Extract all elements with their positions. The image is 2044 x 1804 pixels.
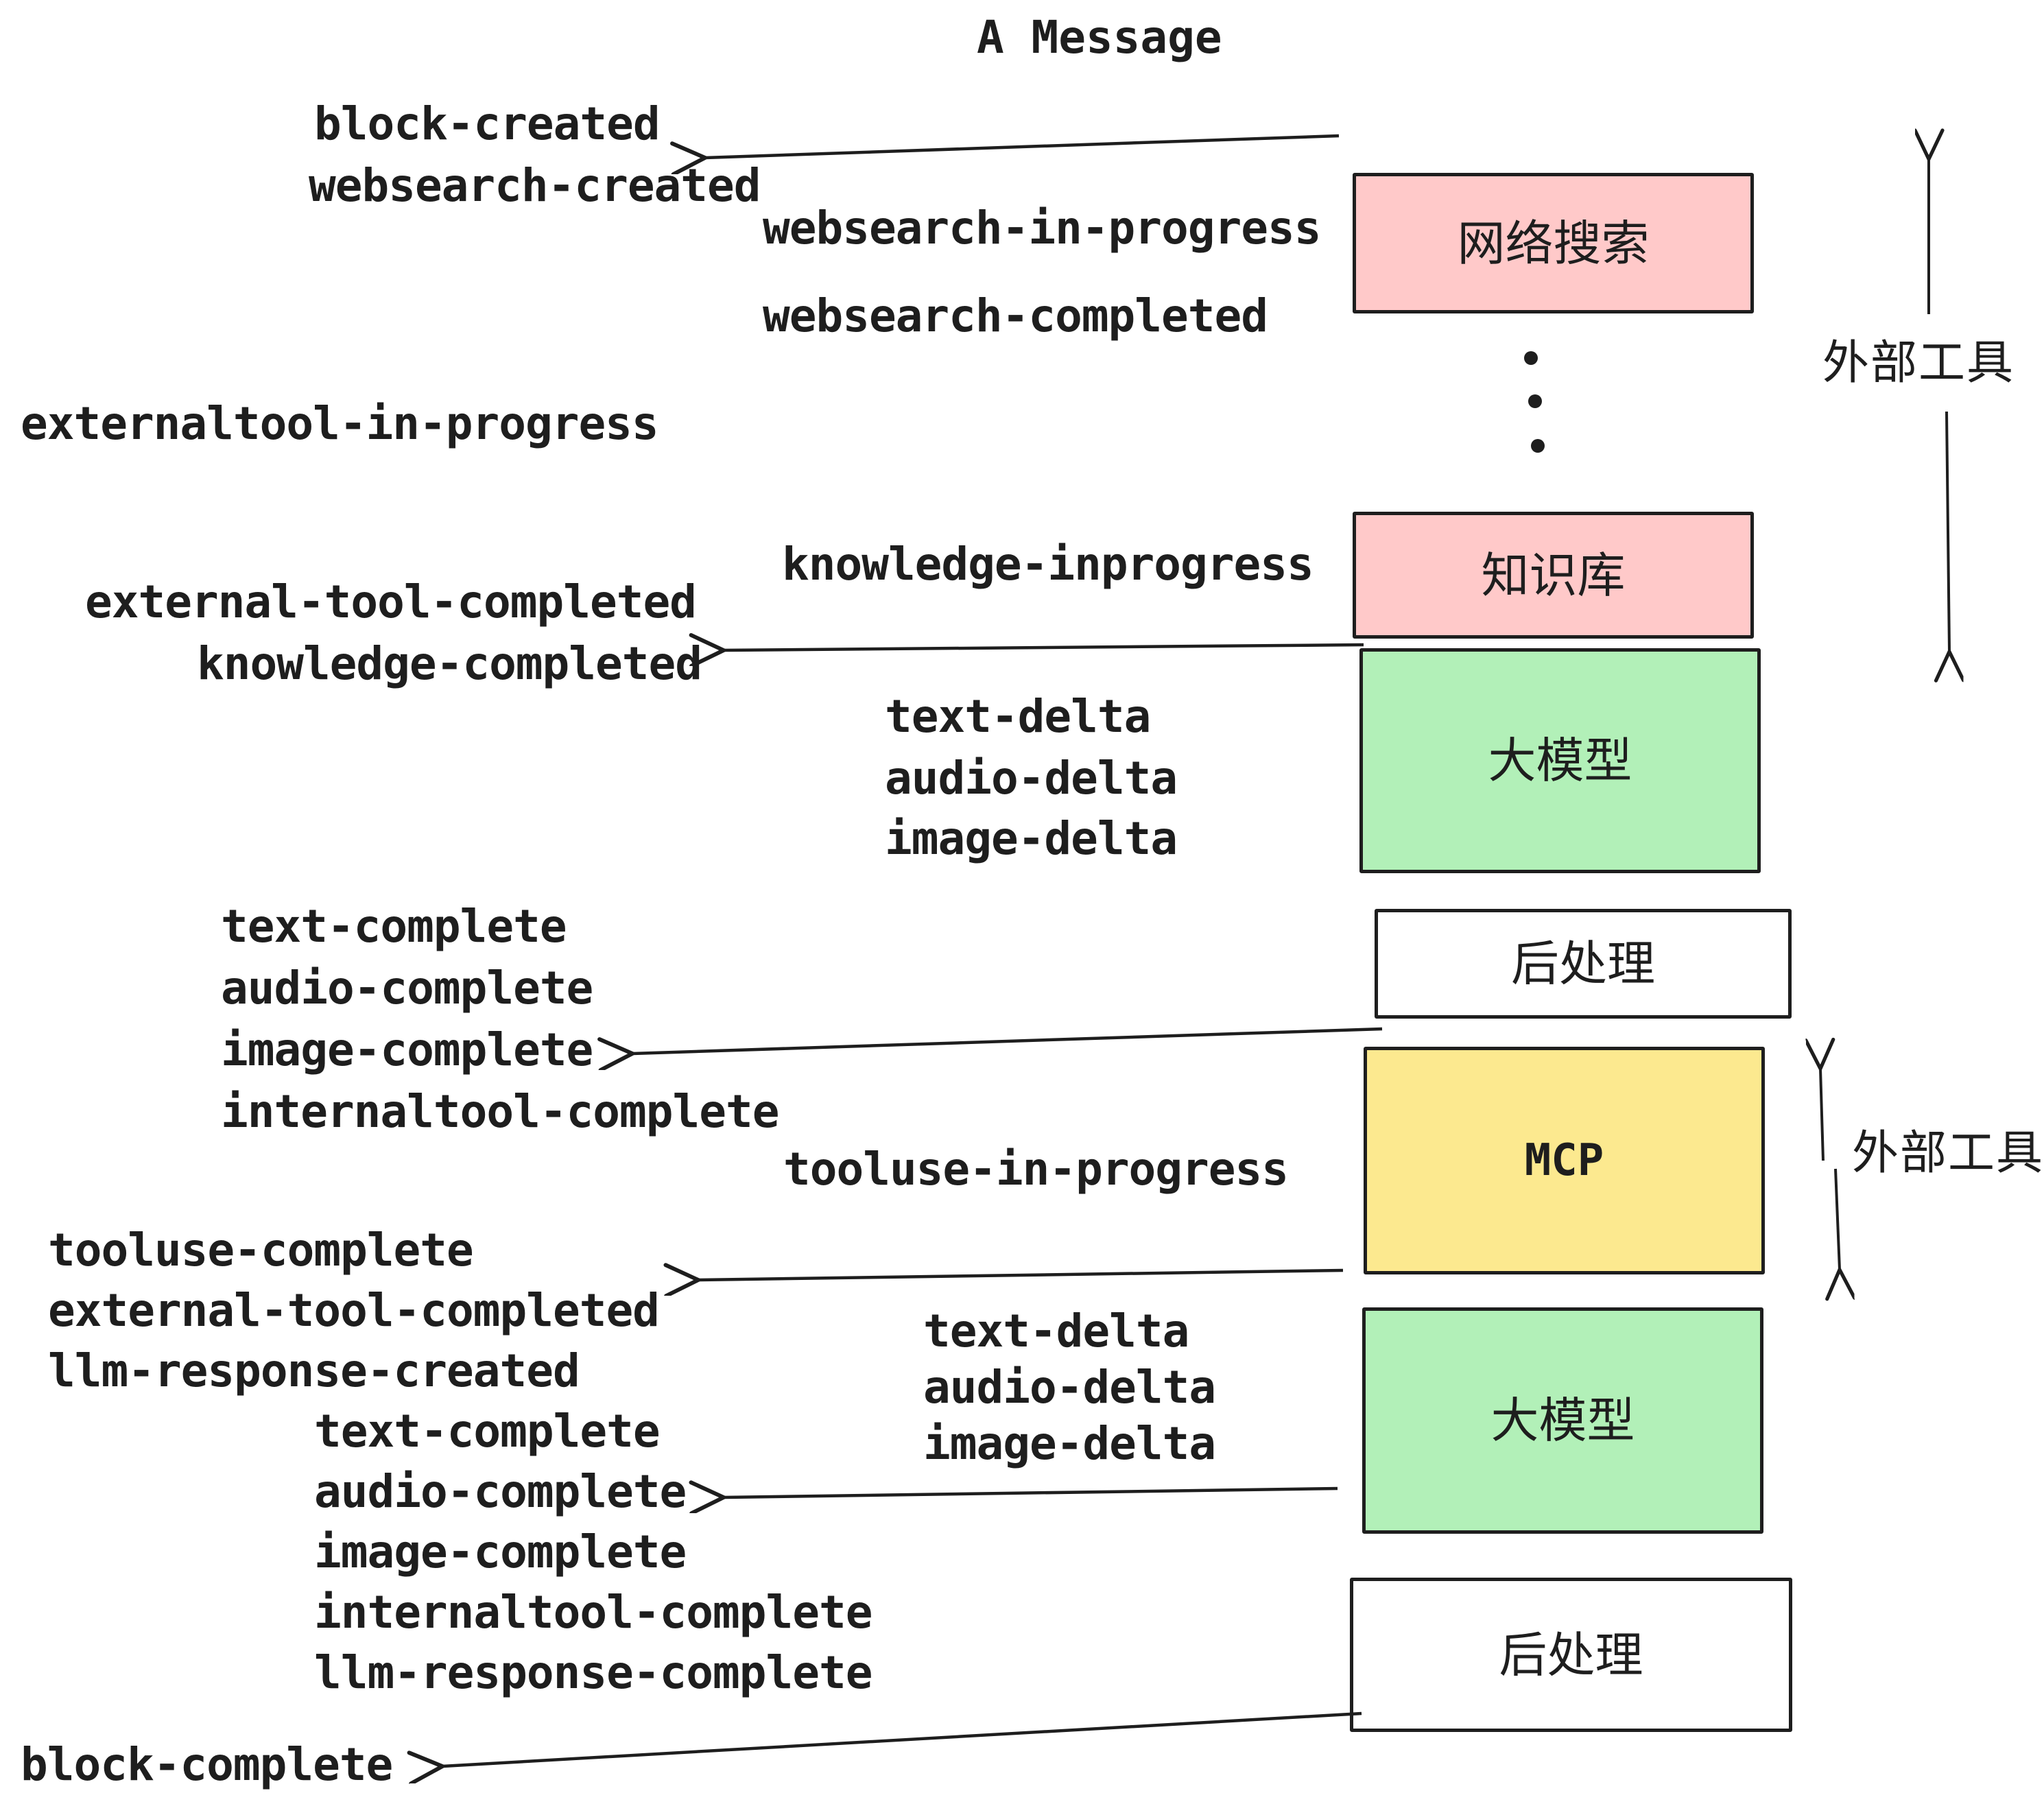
box-knowledge: 知识库: [1353, 512, 1754, 639]
box-postprocess-top-label: 后处理: [1511, 936, 1655, 992]
event-external-tool-completed-2: external-tool-completed: [48, 1284, 660, 1337]
event-websearch-completed: websearch-completed: [763, 289, 1268, 342]
event-block-created: block-created: [314, 97, 661, 150]
event-text-complete: text-complete: [221, 900, 567, 953]
event-internaltool-complete: internaltool-complete: [221, 1085, 779, 1138]
event-text-complete-2: text-complete: [314, 1405, 661, 1458]
event-text-delta-2: text-delta: [923, 1305, 1189, 1357]
arrow-to-tooluse-complete: [698, 1270, 1344, 1280]
event-internaltool-complete-2: internaltool-complete: [314, 1586, 872, 1639]
event-audio-delta: audio-delta: [885, 752, 1178, 805]
external-tools-top-label: 外部工具: [1822, 336, 2015, 390]
event-websearch-created: websearch-created: [309, 159, 761, 212]
event-text-delta: text-delta: [885, 690, 1151, 743]
external-tools-top-arrow-down: [1947, 411, 1949, 652]
event-image-complete-2: image-complete: [314, 1526, 687, 1578]
external-tools-bottom-arrow-down: [1835, 1168, 1840, 1270]
event-llm-response-created: llm-response-created: [48, 1344, 580, 1397]
event-tooluse-complete: tooluse-complete: [48, 1224, 474, 1277]
event-image-delta: image-delta: [885, 812, 1178, 865]
event-llm-response-complete: llm-response-complete: [314, 1646, 872, 1699]
event-audio-delta-2: audio-delta: [923, 1361, 1216, 1414]
event-audio-complete-2: audio-complete: [314, 1465, 687, 1518]
arrow-to-block-complete: [442, 1711, 1362, 1766]
event-externaltool-in-progress: externaltool-in-progress: [21, 397, 659, 450]
box-postprocess-top: 后处理: [1375, 909, 1792, 1019]
arrow-to-audio-complete: [724, 1488, 1338, 1497]
box-llm-top-label: 大模型: [1488, 733, 1632, 789]
event-block-complete: block-complete: [21, 1738, 393, 1791]
vertical-ellipsis-icon: [1524, 351, 1545, 453]
diagram-title: A Message: [977, 11, 1222, 64]
box-postprocess-bottom-label: 后处理: [1499, 1626, 1643, 1683]
box-llm-bottom-label: 大模型: [1490, 1392, 1635, 1449]
event-image-complete: image-complete: [221, 1023, 593, 1076]
box-mcp: MCP: [1364, 1047, 1765, 1274]
box-websearch: 网络搜索: [1353, 173, 1754, 313]
box-mcp-label: MCP: [1524, 1135, 1604, 1186]
event-websearch-in-progress: websearch-in-progress: [763, 202, 1321, 254]
box-llm-bottom: 大模型: [1362, 1307, 1763, 1534]
event-audio-complete: audio-complete: [221, 962, 593, 1014]
box-websearch-label: 网络搜索: [1457, 215, 1650, 272]
box-llm-top: 大模型: [1359, 648, 1761, 873]
event-image-delta-2: image-delta: [923, 1417, 1216, 1470]
box-knowledge-label: 知识库: [1481, 547, 1626, 604]
event-tooluse-in-progress: tooluse-in-progress: [783, 1143, 1289, 1196]
arrow-to-knowledge-completed: [724, 645, 1364, 650]
arrow-to-image-complete: [632, 1027, 1383, 1054]
event-external-tool-completed: external-tool-completed: [85, 575, 697, 628]
external-tools-bottom-arrow-up: [1820, 1069, 1823, 1161]
external-tools-bottom-label: 外部工具: [1852, 1126, 2044, 1180]
event-knowledge-inprogress: knowledge-inprogress: [782, 538, 1314, 591]
box-postprocess-bottom: 后处理: [1350, 1578, 1792, 1732]
event-knowledge-completed: knowledge-completed: [197, 637, 702, 690]
arrow-to-block-created: [705, 134, 1340, 158]
